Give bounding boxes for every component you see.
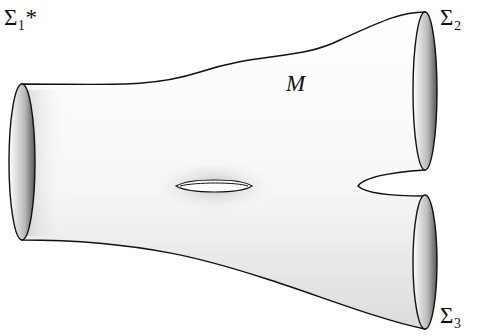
boundary-circle xyxy=(413,195,437,329)
boundary-label: Σ₁* xyxy=(4,6,37,29)
hole-shadow xyxy=(144,156,284,216)
boundary-circle xyxy=(9,84,35,240)
manifold-label: M xyxy=(286,72,305,95)
boundary-circle xyxy=(413,12,437,170)
hole-edge xyxy=(180,183,248,186)
boundary-label: Σ₂ xyxy=(440,6,461,29)
boundary-label: Σ₃ xyxy=(440,304,461,327)
surface-body xyxy=(22,12,425,329)
handle-hole xyxy=(176,180,252,192)
